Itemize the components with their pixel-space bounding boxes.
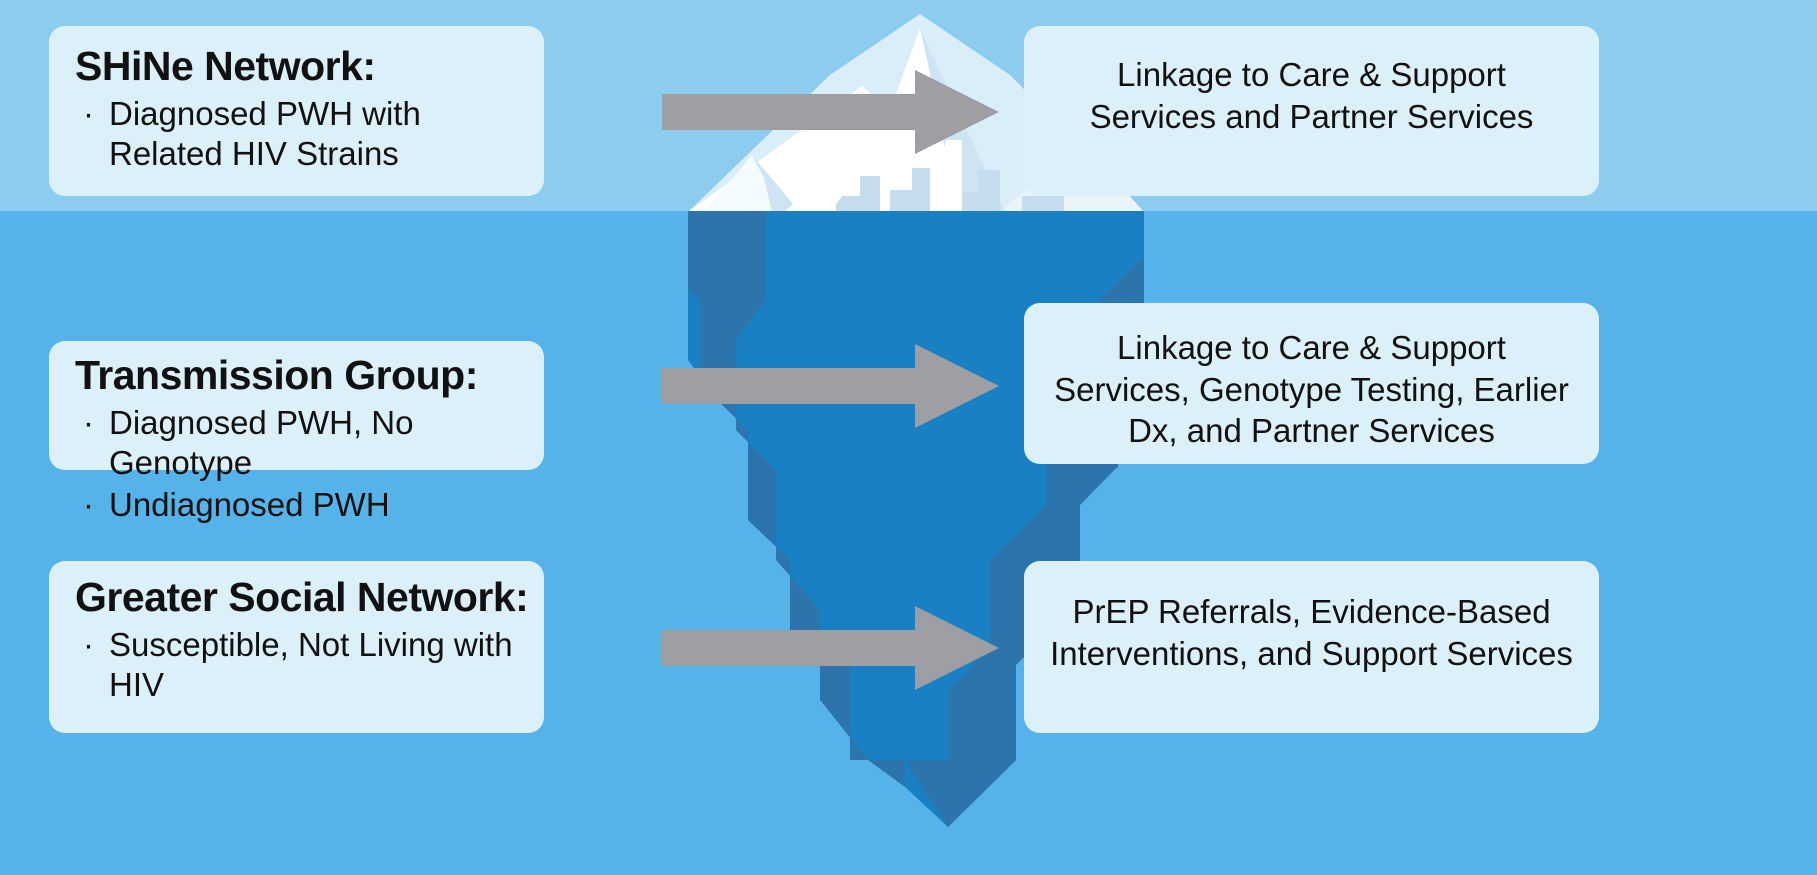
bullet-glyph: · [83,486,94,524]
card-outcome-greater-social-network-text: PrEP Referrals, Evidence-Based Intervent… [1050,593,1573,672]
card-greater-social-network-title: Greater Social Network: [75,574,529,620]
list-item: · Diagnosed PWH, No Genotype [75,403,518,484]
list-item-text: Diagnosed PWH, No Genotype [109,403,414,482]
list-item-text: Susceptible, Not Living with HIV [109,625,513,704]
bullet-glyph: · [83,94,94,132]
arrow-shine-to-outcome [662,62,999,162]
card-greater-social-network: Greater Social Network: · Susceptible, N… [49,561,544,733]
bullet-glyph: · [83,625,94,663]
card-outcome-shine-network: Linkage to Care & Support Services and P… [1024,26,1599,196]
arrow-greater-to-outcome [662,598,999,698]
card-greater-social-network-bullets: · Susceptible, Not Living with HIV [75,625,518,706]
list-item: · Susceptible, Not Living with HIV [75,625,518,706]
card-outcome-shine-network-text: Linkage to Care & Support Services and P… [1089,56,1534,135]
list-item: · Diagnosed PWH with Related HIV Strains [75,94,518,175]
list-item-text: Diagnosed PWH with Related HIV Strains [109,94,421,173]
card-shine-network: SHiNe Network: · Diagnosed PWH with Rela… [49,26,544,196]
bullet-glyph: · [83,403,94,441]
arrow-transmission-to-outcome [662,336,999,436]
card-shine-network-title: SHiNe Network: [75,43,376,89]
card-transmission-group: Transmission Group: · Diagnosed PWH, No … [49,341,544,523]
card-outcome-greater-social-network: PrEP Referrals, Evidence-Based Intervent… [1024,561,1599,733]
card-outcome-transmission-group: Linkage to Care & Support Services, Geno… [1024,303,1599,464]
card-transmission-group-bullets: · Diagnosed PWH, No Genotype · Undiagnos… [75,403,518,526]
card-outcome-transmission-group-text: Linkage to Care & Support Services, Geno… [1054,329,1569,450]
list-item-text: Undiagnosed PWH [109,486,390,524]
card-shine-network-bullets: · Diagnosed PWH with Related HIV Strains [75,94,518,175]
list-item: · Undiagnosed PWH [75,485,518,525]
card-transmission-group-title: Transmission Group: [75,352,478,398]
